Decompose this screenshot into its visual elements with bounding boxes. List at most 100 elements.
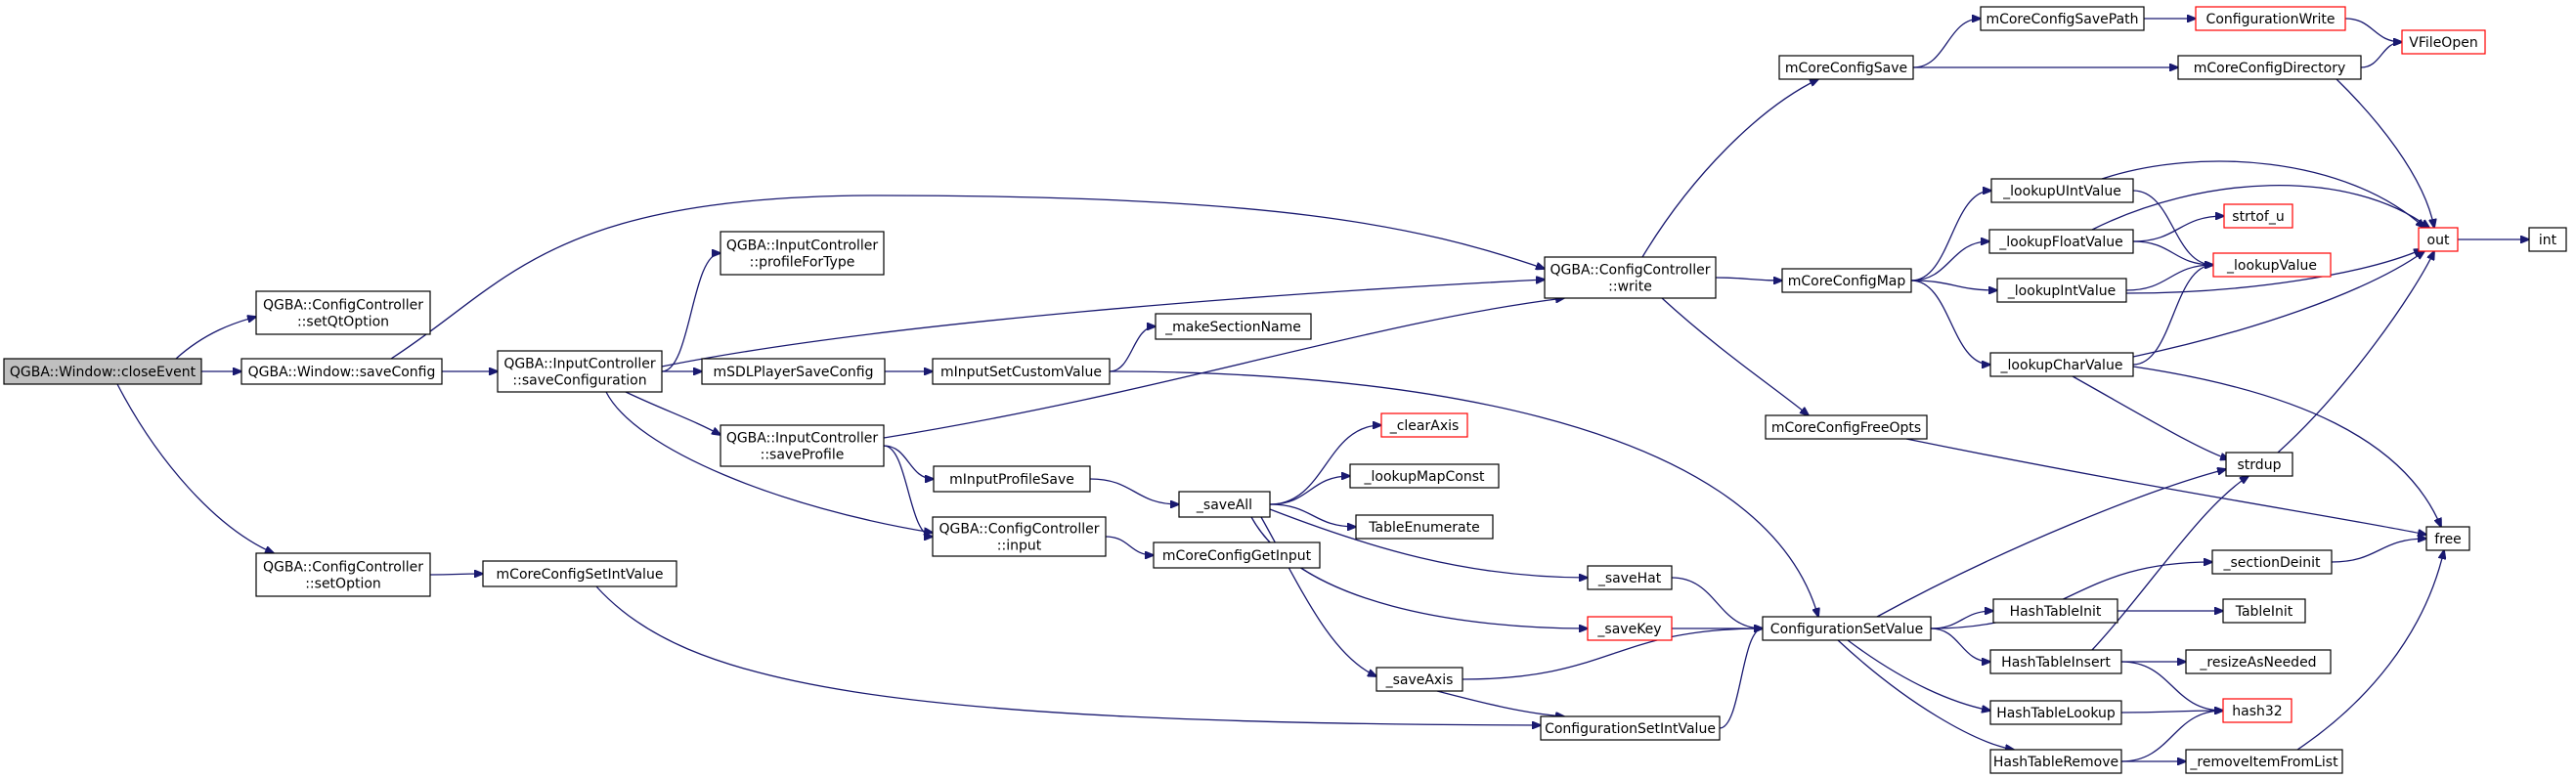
node-box[interactable] — [2195, 6, 2346, 31]
node-makeSectionName[interactable]: _makeSectionName — [1155, 313, 1312, 340]
node-mSDLPlayerSaveConfig[interactable]: mSDLPlayerSaveConfig — [701, 358, 886, 385]
node-strtof_u[interactable]: strtof_u — [2223, 203, 2293, 229]
node-strdup[interactable]: strdup — [2225, 452, 2293, 477]
node-lookupValue[interactable]: _lookupValue — [2212, 252, 2332, 278]
node-box[interactable] — [1989, 352, 2134, 377]
node-ConfigurationSetValue[interactable]: ConfigurationSetValue — [1762, 616, 1932, 641]
node-saveConfiguration[interactable]: QGBA::InputController::saveConfiguration — [497, 350, 663, 393]
node-saveProfile[interactable]: QGBA::InputController::saveProfile — [720, 424, 885, 467]
node-box[interactable] — [2418, 227, 2459, 252]
node-box[interactable] — [2223, 203, 2293, 229]
node-setOption[interactable]: QGBA::ConfigController::setOption — [255, 552, 431, 597]
node-closeEvent[interactable]: QGBA::Window::closeEvent — [3, 358, 202, 385]
node-box[interactable] — [1380, 412, 1468, 438]
node-ccInput[interactable]: QGBA::ConfigController::input — [932, 516, 1107, 557]
node-int[interactable]: int — [2528, 227, 2567, 252]
node-box[interactable] — [255, 552, 431, 597]
node-sectionDeinit[interactable]: _sectionDeinit — [2211, 549, 2333, 575]
node-box[interactable] — [255, 290, 431, 335]
node-box[interactable] — [1992, 598, 2118, 624]
node-box[interactable] — [1778, 55, 1914, 80]
node-box[interactable] — [720, 424, 885, 467]
node-out[interactable]: out — [2418, 227, 2459, 252]
node-box[interactable] — [2185, 749, 2343, 774]
node-box[interactable] — [2177, 55, 2362, 80]
node-lookupIntValue[interactable]: _lookupIntValue — [1996, 278, 2127, 303]
node-resizeAsNeeded[interactable]: _resizeAsNeeded — [2185, 649, 2332, 674]
node-box[interactable] — [3, 358, 202, 385]
node-box[interactable] — [1996, 278, 2127, 303]
node-box[interactable] — [1980, 6, 2145, 31]
node-box[interactable] — [240, 358, 443, 385]
node-lookupMapConst[interactable]: _lookupMapConst — [1349, 463, 1500, 489]
node-removeItemFromList[interactable]: _removeItemFromList — [2185, 749, 2343, 774]
node-box[interactable] — [1375, 667, 1463, 692]
node-saveKey[interactable]: _saveKey — [1587, 616, 1673, 641]
node-mCoreConfigFreeOpts[interactable]: mCoreConfigFreeOpts — [1765, 414, 1928, 440]
node-box[interactable] — [933, 465, 1091, 493]
node-box[interactable] — [1587, 565, 1673, 590]
node-profileForType[interactable]: QGBA::InputController::profileForType — [720, 231, 885, 276]
node-box[interactable] — [1989, 700, 2122, 725]
node-box[interactable] — [2222, 598, 2306, 624]
node-mInputProfileSave[interactable]: mInputProfileSave — [933, 465, 1091, 493]
node-ccWrite[interactable]: QGBA::ConfigController::write — [1544, 256, 1717, 299]
node-mInputSetCustomValue[interactable]: mInputSetCustomValue — [932, 358, 1111, 385]
node-mCoreConfigSavePath[interactable]: mCoreConfigSavePath — [1980, 6, 2145, 31]
node-TableInit[interactable]: TableInit — [2222, 598, 2306, 624]
node-box[interactable] — [1355, 514, 1494, 540]
node-box[interactable] — [1587, 616, 1673, 641]
node-HashTableInit[interactable]: HashTableInit — [1992, 598, 2118, 624]
node-box[interactable] — [497, 350, 663, 393]
node-lookupCharValue[interactable]: _lookupCharValue — [1989, 352, 2134, 377]
node-box[interactable] — [2401, 29, 2486, 55]
node-box[interactable] — [2185, 649, 2332, 674]
node-box[interactable] — [2528, 227, 2567, 252]
node-TableEnumerate[interactable]: TableEnumerate — [1355, 514, 1494, 540]
node-box[interactable] — [1762, 616, 1932, 641]
node-clearAxis[interactable]: _clearAxis — [1380, 412, 1468, 438]
node-box[interactable] — [1990, 178, 2134, 203]
node-mCoreConfigDirectory[interactable]: mCoreConfigDirectory — [2177, 55, 2362, 80]
node-box[interactable] — [720, 231, 885, 276]
node-box[interactable] — [1989, 749, 2122, 774]
node-free[interactable]: free — [2425, 526, 2470, 551]
node-setQtOption[interactable]: QGBA::ConfigController::setQtOption — [255, 290, 431, 335]
node-hash32[interactable]: hash32 — [2222, 698, 2292, 723]
node-box[interactable] — [932, 516, 1107, 557]
node-box[interactable] — [1540, 715, 1721, 741]
node-box[interactable] — [1989, 649, 2122, 674]
node-saveConfig[interactable]: QGBA::Window::saveConfig — [240, 358, 443, 385]
node-box[interactable] — [2212, 252, 2332, 278]
node-box[interactable] — [1178, 491, 1271, 518]
node-ConfigurationSetIntValue[interactable]: ConfigurationSetIntValue — [1540, 715, 1721, 741]
node-ConfigurationWrite[interactable]: ConfigurationWrite — [2195, 6, 2346, 31]
node-box[interactable] — [482, 560, 677, 587]
node-box[interactable] — [1765, 414, 1928, 440]
node-box[interactable] — [932, 358, 1111, 385]
node-box[interactable] — [1155, 313, 1312, 340]
node-lookupUIntValue[interactable]: _lookupUIntValue — [1990, 178, 2134, 203]
node-box[interactable] — [1153, 541, 1321, 569]
node-mCoreConfigMap[interactable]: mCoreConfigMap — [1781, 268, 1912, 293]
node-mCoreConfigSave[interactable]: mCoreConfigSave — [1778, 55, 1914, 80]
node-box[interactable] — [2425, 526, 2470, 551]
node-HashTableLookup[interactable]: HashTableLookup — [1989, 700, 2122, 725]
node-mCoreConfigGetInput[interactable]: mCoreConfigGetInput — [1153, 541, 1321, 569]
node-HashTableRemove[interactable]: HashTableRemove — [1989, 749, 2122, 774]
node-box[interactable] — [1781, 268, 1912, 293]
node-lookupFloatValue[interactable]: _lookupFloatValue — [1988, 229, 2134, 254]
node-box[interactable] — [1544, 256, 1717, 299]
node-box[interactable] — [1988, 229, 2134, 254]
node-box[interactable] — [701, 358, 886, 385]
node-HashTableInsert[interactable]: HashTableInsert — [1989, 649, 2122, 674]
node-box[interactable] — [2225, 452, 2293, 477]
node-saveAxis[interactable]: _saveAxis — [1375, 667, 1463, 692]
node-VFileOpen[interactable]: VFileOpen — [2401, 29, 2486, 55]
node-box[interactable] — [1349, 463, 1500, 489]
node-box[interactable] — [2222, 698, 2292, 723]
node-box[interactable] — [2211, 549, 2333, 575]
node-saveHat[interactable]: _saveHat — [1587, 565, 1673, 590]
node-mCoreConfigSetIntValue[interactable]: mCoreConfigSetIntValue — [482, 560, 677, 587]
node-saveAll[interactable]: _saveAll — [1178, 491, 1271, 518]
